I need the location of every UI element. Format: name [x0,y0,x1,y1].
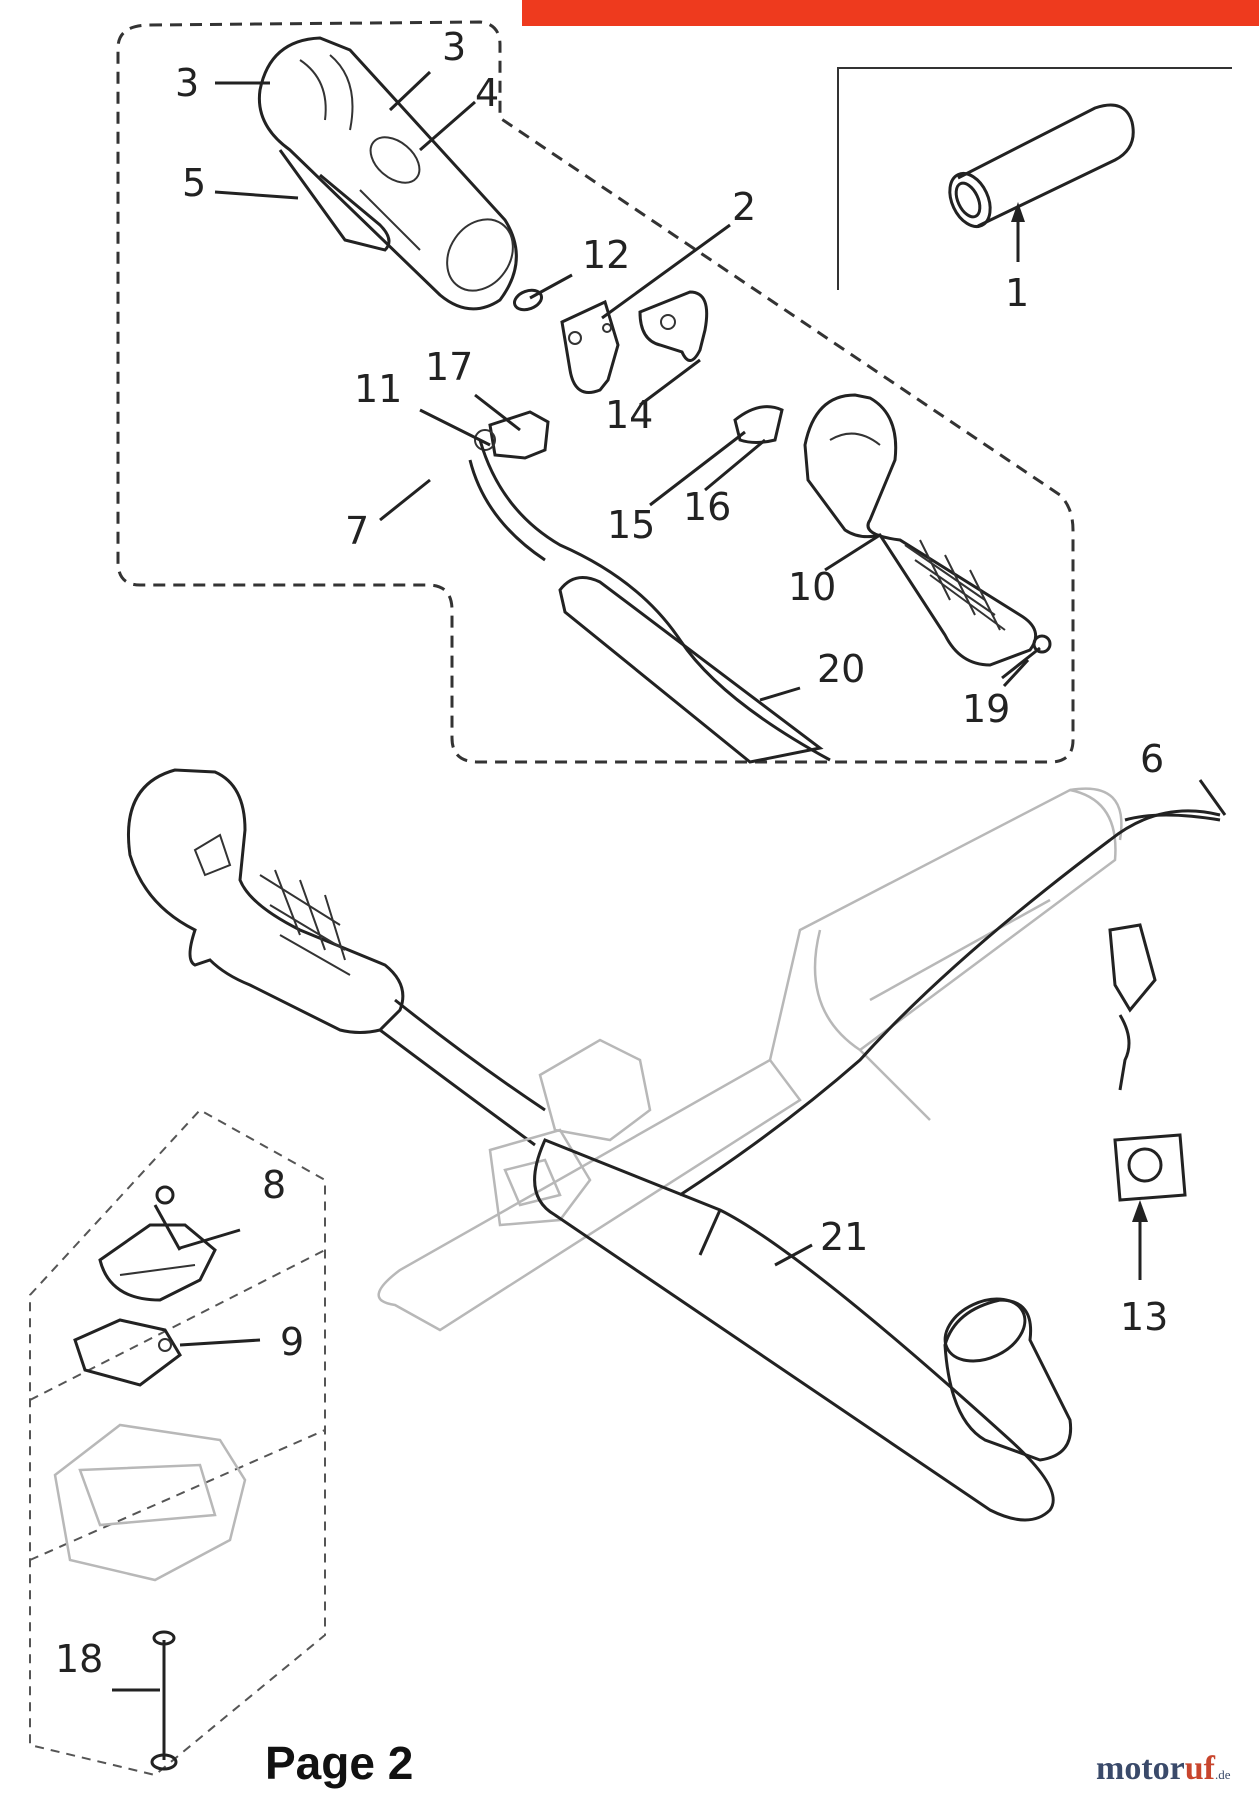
brand-main: motor [1096,1750,1185,1787]
callout-14: 14 [605,393,653,437]
trigger-part [638,290,709,362]
callout-3a: 3 [442,25,466,69]
brand-accent: uf [1184,1750,1215,1787]
callout-2: 2 [732,185,756,229]
callout-12: 12 [582,233,630,277]
callout-7: 7 [345,509,369,553]
brand-tld: .de [1214,1767,1231,1782]
callout-9: 9 [280,1320,304,1364]
callout-1: 1 [1005,271,1029,315]
clip-part [733,405,784,444]
callout-10: 10 [788,565,836,609]
callout-18: 18 [55,1637,103,1681]
page-label: Page 2 [265,1737,414,1789]
callout-13: 13 [1120,1295,1168,1339]
callout-15: 15 [607,503,655,547]
callout-6: 6 [1140,737,1164,781]
callout-3b: 3 [175,61,199,105]
connector-part [488,410,550,460]
screw-19-part [1001,634,1052,680]
throttle-cable [478,439,831,762]
callout-8: 8 [262,1163,286,1207]
header-accent-bar [522,0,1259,26]
inset-frame-top-right [837,67,1232,290]
rear-handle-part [803,393,1038,667]
callout-numbers: 1 2 3 3 4 5 6 7 8 9 10 11 12 13 14 15 16… [55,25,1168,1681]
callout-21: 21 [820,1215,868,1259]
callout-4: 4 [475,71,499,115]
callout-11: 11 [354,367,402,411]
tube-segment-20 [558,576,824,764]
tube-grip-part [948,103,1135,228]
main-handle-assembly [127,768,1221,1522]
cable-end-part-13 [1108,923,1187,1280]
brand-logo: motoruf.de [1096,1750,1231,1788]
throttle-housing-part [257,36,518,311]
callout-20: 20 [817,647,865,691]
exploded-group-boundary [116,20,1075,764]
lever-plate-part [560,299,620,394]
callout-16: 16 [683,485,731,529]
cable-6 [679,809,1221,1197]
callout-17: 17 [425,345,473,389]
callout-leaders [112,70,1227,1692]
knob-assembly-part [53,1185,247,1771]
ring-part [512,288,544,312]
inset-frame-bottom-left [29,1108,326,1777]
callout-5: 5 [182,161,206,205]
callout-19: 19 [962,687,1010,731]
